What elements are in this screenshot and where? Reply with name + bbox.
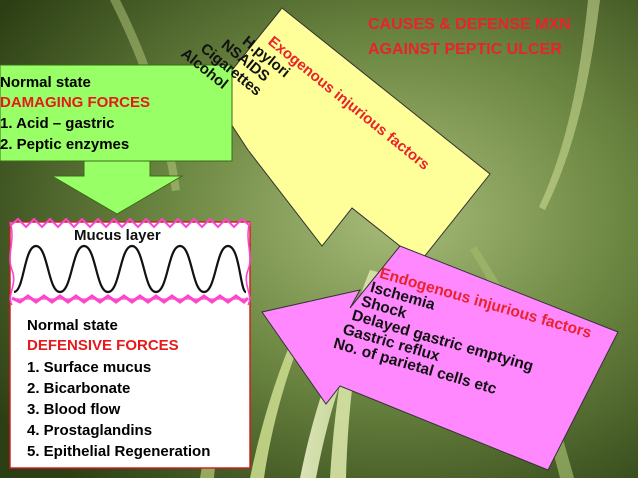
mucus-wave bbox=[13, 244, 248, 294]
defensive-heading: Normal state bbox=[27, 317, 118, 334]
mucus-layer-label: Mucus layer bbox=[74, 227, 161, 244]
slide-title-line-2: AGAINST PEPTIC ULCER bbox=[368, 41, 562, 58]
damaging-item: 1. Acid – gastric bbox=[0, 115, 115, 132]
damaging-box-shape bbox=[0, 64, 233, 215]
damaging-heading: Normal state bbox=[0, 74, 91, 91]
defensive-item: 5. Epithelial Regeneration bbox=[27, 443, 211, 460]
defensive-box-shape bbox=[9, 217, 251, 469]
defensive-item: 1. Surface mucus bbox=[27, 359, 152, 376]
endogenous-arrow bbox=[261, 245, 619, 471]
defensive-item: 3. Blood flow bbox=[27, 401, 121, 418]
defensive-item: 4. Prostaglandins bbox=[27, 422, 153, 439]
damaging-subheading: DAMAGING FORCES bbox=[0, 94, 150, 111]
defensive-subheading: DEFENSIVE FORCES bbox=[27, 337, 179, 354]
slide-title-line-1: CAUSES & DEFENSE MXN bbox=[368, 16, 571, 33]
damaging-item: 2. Peptic enzymes bbox=[0, 136, 130, 153]
defensive-item: 2. Bicarbonate bbox=[27, 380, 131, 397]
